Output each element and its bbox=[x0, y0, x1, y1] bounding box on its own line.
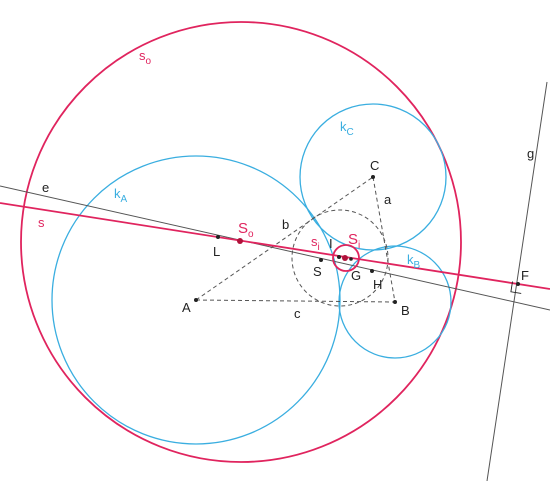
point-G bbox=[370, 269, 374, 273]
point-A bbox=[194, 298, 198, 302]
right-angle-marker bbox=[510, 281, 522, 294]
point-B bbox=[393, 300, 397, 304]
side-a bbox=[372, 176, 396, 303]
label-B: B bbox=[401, 303, 410, 318]
label-so: so bbox=[139, 48, 152, 67]
point-Si bbox=[342, 255, 348, 261]
point-si-center bbox=[349, 257, 353, 261]
line-e bbox=[0, 185, 550, 311]
label-g: g bbox=[527, 146, 534, 161]
line-g bbox=[486, 81, 548, 481]
label-s: s bbox=[38, 215, 45, 230]
label-kB: kB bbox=[407, 252, 421, 271]
label-S: S bbox=[313, 264, 322, 279]
point-C bbox=[371, 175, 375, 179]
label-c: c bbox=[294, 306, 301, 321]
label-si: si bbox=[311, 234, 320, 253]
point-L bbox=[216, 235, 220, 239]
label-I: I bbox=[329, 236, 333, 251]
label-b: b bbox=[282, 217, 289, 232]
label-a: a bbox=[384, 192, 392, 207]
soddy-line-s bbox=[0, 202, 550, 290]
label-A: A bbox=[182, 300, 191, 315]
label-So: So bbox=[238, 220, 254, 240]
incircle-dashed bbox=[291, 209, 389, 307]
side-b bbox=[195, 176, 374, 301]
label-kC: kC bbox=[340, 119, 354, 138]
point-So bbox=[237, 238, 243, 244]
label-Si: Si bbox=[348, 231, 360, 251]
label-C: C bbox=[370, 158, 379, 173]
point-I bbox=[337, 255, 341, 259]
label-F: F bbox=[521, 268, 529, 283]
label-kA: kA bbox=[114, 186, 128, 205]
circle-kB bbox=[338, 245, 452, 359]
side-c bbox=[195, 299, 396, 303]
label-e: e bbox=[42, 180, 49, 195]
inner-soddy-circle-si bbox=[332, 244, 360, 272]
outer-soddy-circle-so bbox=[20, 21, 462, 463]
point-S bbox=[319, 258, 323, 262]
circle-kC bbox=[299, 103, 447, 251]
circle-kA bbox=[51, 155, 341, 445]
label-G: G bbox=[351, 268, 361, 283]
label-L: L bbox=[213, 244, 220, 259]
label-H: H bbox=[373, 277, 382, 292]
point-F bbox=[516, 282, 520, 286]
